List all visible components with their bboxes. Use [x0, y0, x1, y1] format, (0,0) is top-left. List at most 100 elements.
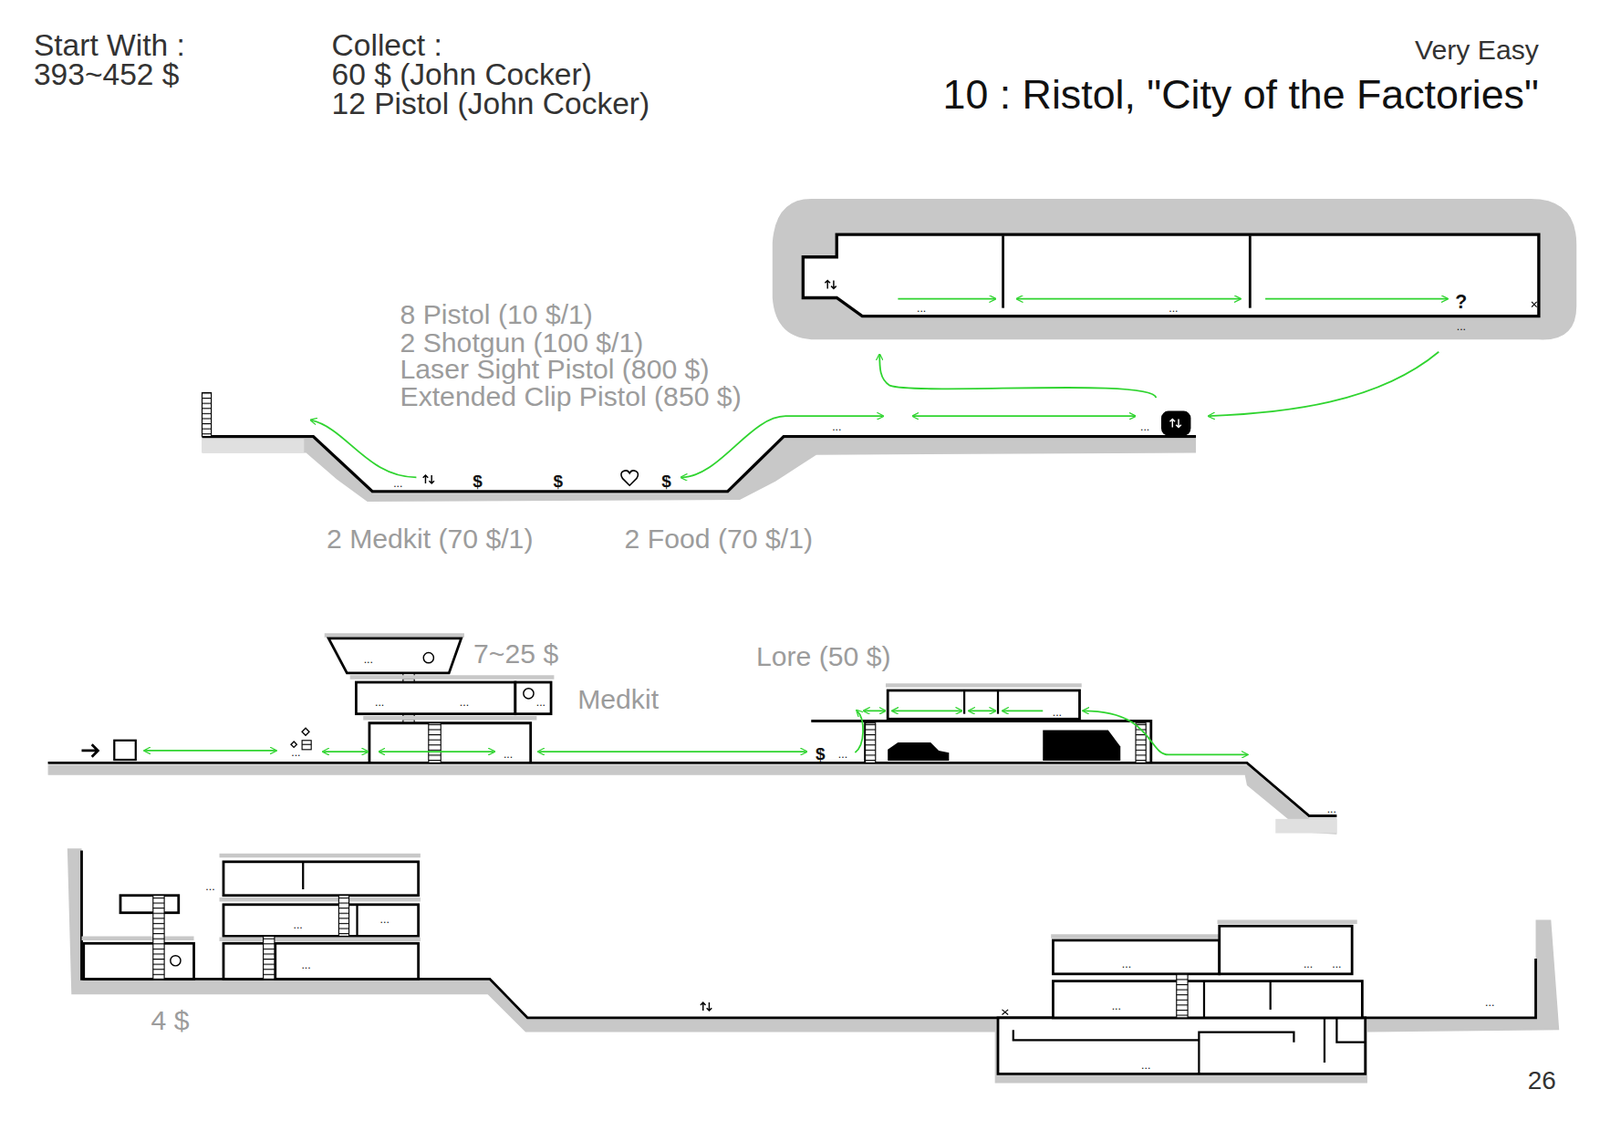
- line-shape: [301, 744, 312, 746]
- building-outline: [802, 234, 1539, 316]
- interaction-dots: ...: [1122, 958, 1132, 970]
- factory-level: [67, 848, 1559, 1083]
- interaction-dots: ...: [1140, 421, 1150, 433]
- item-note: Lore (50 $): [756, 643, 892, 671]
- route-arrow: [854, 710, 863, 753]
- interaction-dots: ...: [293, 919, 303, 931]
- interaction-dots: ...: [838, 748, 848, 760]
- interaction-dots: ...: [205, 881, 215, 893]
- wall: [1203, 981, 1206, 1019]
- ladder: [865, 723, 876, 764]
- route-arrow: [1003, 709, 1044, 712]
- factory-room: [1219, 925, 1352, 975]
- tower-room: [515, 682, 551, 715]
- roof-shadow: [363, 716, 537, 720]
- route-arrow: [681, 415, 883, 478]
- ground-fill: [1275, 819, 1337, 834]
- basement: [997, 1018, 1366, 1074]
- money-pickup: $: [815, 745, 826, 763]
- item-note: 4 $: [151, 1007, 190, 1035]
- roof-shadow: [324, 633, 465, 637]
- door-icon: [824, 280, 836, 289]
- ground-fill: [201, 438, 304, 454]
- item-note: Medkit: [577, 685, 659, 714]
- rect-shape: [301, 727, 310, 736]
- roof-shadow: [219, 853, 421, 858]
- interaction-dots: ...: [1111, 1000, 1122, 1012]
- upper-building: [772, 198, 1577, 340]
- item-circle: [423, 653, 434, 664]
- route-arrow: [893, 709, 962, 712]
- path-shape: [1170, 419, 1182, 428]
- house: [223, 904, 419, 937]
- interaction-dots: ...: [1331, 958, 1341, 970]
- route-arrow: [1265, 298, 1447, 301]
- item-circle: [523, 688, 534, 699]
- interaction-dots: ...: [1485, 997, 1495, 1008]
- money-pickup: $: [553, 472, 564, 490]
- route-arrow: [897, 298, 995, 301]
- item-note: 2 Medkit (70 $/1): [326, 525, 534, 553]
- start-arrow: [81, 744, 98, 757]
- item-note: 2 Shotgun (100 $/1): [400, 329, 645, 357]
- ladder: [263, 935, 275, 979]
- factory-room: [1052, 981, 1362, 1019]
- header-text: Very Easy: [1414, 36, 1539, 64]
- money-pickup: $: [472, 472, 483, 490]
- item-note: 7~25 $: [473, 640, 559, 668]
- interaction-dots: ...: [1456, 321, 1466, 333]
- item-note: Laser Sight Pistol (800 $): [400, 355, 710, 384]
- route-arrow: [323, 750, 368, 753]
- header-text: 26: [1527, 1068, 1557, 1094]
- interaction-dots: ...: [393, 477, 403, 489]
- roof-shadow: [219, 937, 421, 942]
- exit-mark: [1001, 1009, 1008, 1016]
- wall: [1269, 981, 1272, 1010]
- route-arrow: [879, 354, 1156, 398]
- interaction-dots: ...: [916, 302, 926, 314]
- roof-shadow: [885, 683, 1082, 687]
- route-arrow: [311, 420, 416, 478]
- heart-icon: [621, 470, 639, 486]
- door-icon: [700, 1002, 712, 1011]
- ladder: [153, 895, 165, 980]
- wall: [1001, 235, 1005, 308]
- tower-base: [369, 723, 531, 764]
- car: [887, 742, 949, 761]
- house: [223, 862, 419, 896]
- interaction-dots: ...: [301, 959, 311, 971]
- interaction-dots: ...: [536, 696, 546, 708]
- ladder: [338, 895, 349, 937]
- rect-shape: [301, 740, 312, 750]
- level-title: 10 : Ristol, "City of the Factories": [943, 73, 1539, 115]
- ladder: [201, 392, 211, 437]
- wall: [1248, 235, 1252, 308]
- start-box: [114, 740, 136, 760]
- interaction-dots: ...: [380, 914, 390, 925]
- route-arrow: [539, 750, 807, 753]
- route-arrow: [1209, 352, 1440, 416]
- roof-shadow: [219, 897, 421, 902]
- header-text: 60 $ (John Cocker): [332, 59, 593, 91]
- item-note: 8 Pistol (10 $/1): [400, 301, 593, 329]
- roof-shadow: [350, 675, 555, 679]
- wall: [997, 690, 999, 715]
- route-arrow: [913, 415, 1135, 417]
- upper-rooms: [887, 690, 1080, 719]
- roof-shadow: [81, 935, 194, 940]
- header-text: 393~452 $: [33, 59, 180, 91]
- interaction-dots: ...: [831, 421, 842, 433]
- exit-mark: [1531, 301, 1538, 308]
- wall: [355, 904, 358, 937]
- interaction-dots: ...: [363, 654, 374, 665]
- interaction-dots: ...: [1141, 1059, 1151, 1071]
- house: [120, 895, 179, 914]
- street-level: [48, 635, 1338, 835]
- route-arrow: [1017, 298, 1240, 301]
- route-arrow: [969, 709, 996, 712]
- item-circle: [170, 955, 181, 967]
- vehicle-icon: [1161, 411, 1191, 437]
- interaction-dots: ...: [1327, 803, 1337, 815]
